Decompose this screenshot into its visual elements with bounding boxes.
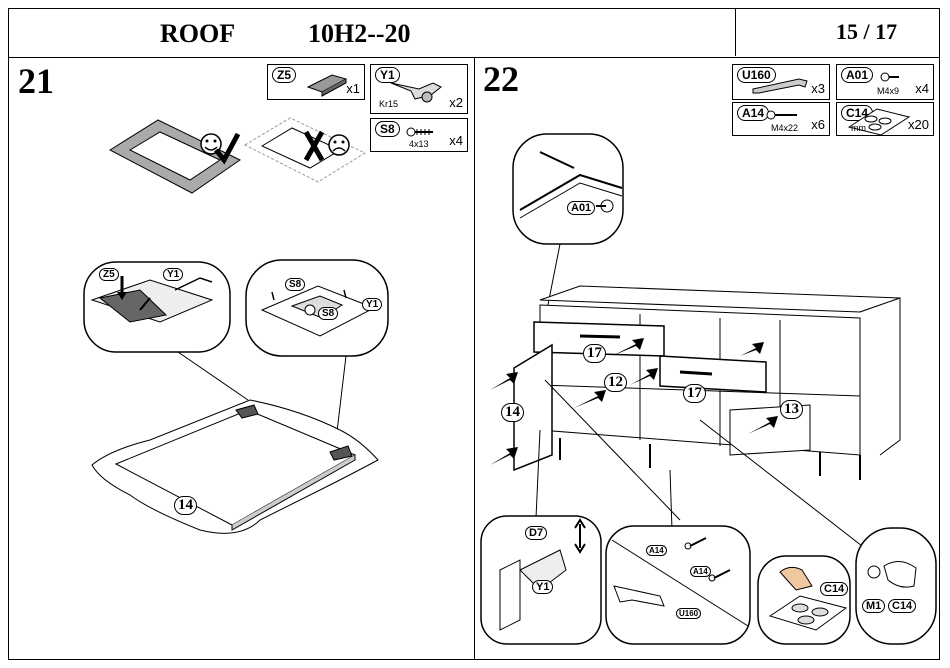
detail-bubble-left bbox=[83, 261, 231, 353]
callout-12: 12 bbox=[604, 373, 627, 392]
part-a01-box: A01 M4x9 x4 bbox=[836, 64, 934, 100]
part-code: A01 bbox=[841, 67, 874, 83]
part-c14-box: C14 mm x20 bbox=[836, 102, 934, 136]
part-z5-box: Z5 x1 bbox=[267, 64, 365, 100]
callout-s8: S8 bbox=[285, 278, 306, 291]
step-21-illustration bbox=[83, 117, 389, 534]
part-code: S8 bbox=[375, 121, 400, 137]
part-qty: x6 bbox=[811, 117, 825, 132]
cross-frown-icon bbox=[303, 130, 350, 162]
hinge-icon bbox=[390, 82, 442, 103]
callout-d7: D7 bbox=[525, 526, 548, 540]
step-divider bbox=[474, 57, 475, 660]
callout-z5: Z5 bbox=[99, 268, 119, 281]
callout-y1: Y1 bbox=[532, 580, 554, 594]
callout-a14: A14 bbox=[646, 545, 667, 556]
felt-pads-icon bbox=[847, 108, 911, 136]
part-qty: x2 bbox=[449, 95, 463, 110]
callout-14: 14 bbox=[501, 403, 524, 422]
screw-icon bbox=[880, 72, 899, 82]
rug-good-icon bbox=[108, 119, 241, 194]
page-number: 15 / 17 bbox=[836, 19, 898, 44]
step-21-number: 21 bbox=[18, 61, 54, 101]
part-size: M4x9 bbox=[877, 86, 900, 96]
part-s8-box: S8 4x13 x4 bbox=[370, 118, 468, 152]
screw-icon bbox=[406, 127, 433, 137]
callout-17: 17 bbox=[683, 384, 706, 403]
page-header: ROOF 10H2--20 15 / 17 bbox=[8, 8, 940, 58]
callout-17: 17 bbox=[583, 344, 606, 363]
callout-c14: C14 bbox=[888, 599, 917, 613]
callout-m1: M1 bbox=[862, 599, 886, 613]
part-code: Y1 bbox=[375, 67, 400, 83]
product-code: 10H2--20 bbox=[308, 19, 411, 48]
part-size: Kr15 bbox=[379, 99, 399, 109]
part-a14-box: A14 M4x22 x6 bbox=[732, 102, 830, 136]
panel-14 bbox=[91, 399, 379, 534]
part-code: Z5 bbox=[272, 67, 297, 83]
part-code: U160 bbox=[737, 67, 776, 83]
callout-13: 13 bbox=[780, 400, 803, 419]
step-22-number: 22 bbox=[483, 59, 519, 99]
connector-plate-icon bbox=[306, 74, 348, 97]
callout-y1: Y1 bbox=[163, 268, 184, 281]
callout-s8: S8 bbox=[318, 307, 339, 320]
smile-check-icon bbox=[200, 132, 241, 165]
part-size: 4x13 bbox=[409, 139, 429, 149]
part-y1-box: Y1 Kr15 x2 bbox=[370, 64, 468, 114]
part-qty: x20 bbox=[908, 117, 929, 132]
callout-a01: A01 bbox=[567, 201, 596, 215]
callout-u160: U160 bbox=[676, 608, 702, 619]
handle-icon bbox=[752, 78, 808, 94]
part-size: M4x22 bbox=[771, 123, 799, 133]
callout-y1: Y1 bbox=[362, 298, 383, 311]
screw-icon bbox=[766, 110, 797, 120]
product-title: ROOF bbox=[160, 19, 236, 48]
callout-panel-14: 14 bbox=[174, 496, 197, 515]
part-qty: x4 bbox=[915, 81, 929, 96]
header-divider bbox=[735, 8, 736, 56]
callout-c14: C14 bbox=[820, 582, 849, 596]
part-size: mm bbox=[851, 123, 866, 133]
part-qty: x1 bbox=[346, 81, 360, 96]
callout-a14: A14 bbox=[690, 566, 711, 577]
part-u160-box: U160 x3 bbox=[732, 64, 830, 100]
part-qty: x3 bbox=[811, 81, 825, 96]
part-qty: x4 bbox=[449, 133, 463, 148]
